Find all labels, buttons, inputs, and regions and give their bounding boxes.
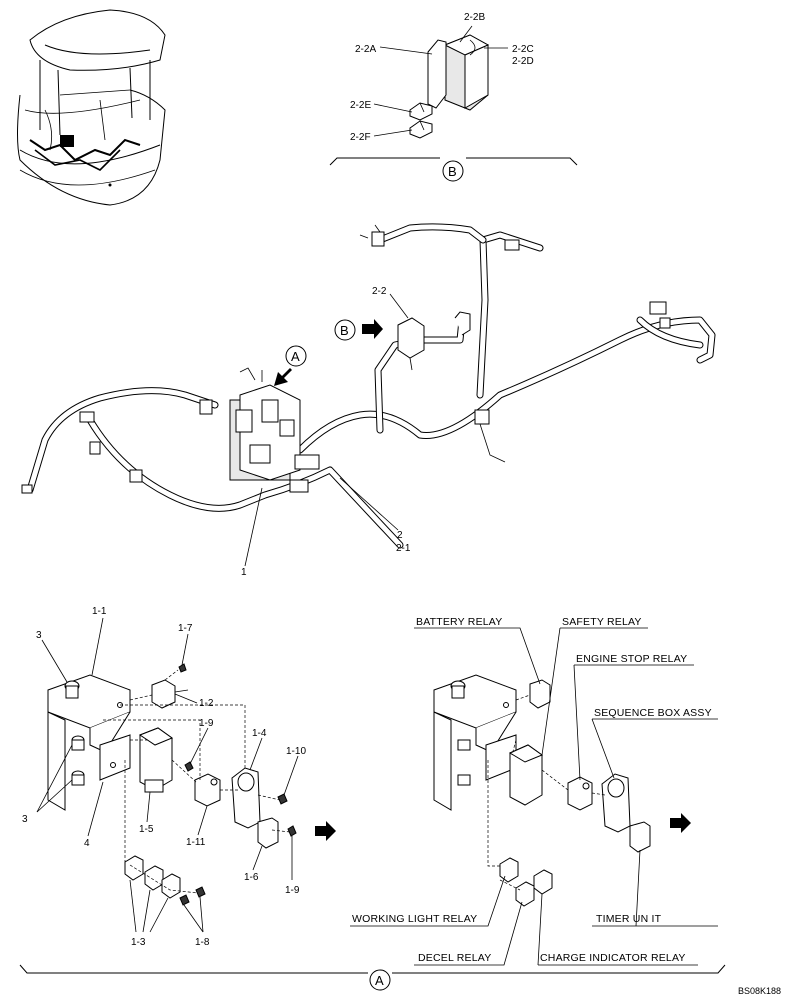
- label-4: 4: [84, 838, 90, 849]
- section-a-right-exploded: [350, 627, 718, 966]
- label-3-top: 3: [36, 630, 42, 641]
- label-1-5: 1-5: [139, 824, 154, 835]
- label-2-2D: 2-2D: [512, 56, 534, 67]
- label-charge-indicator-relay: CHARGE INDICATOR RELAY: [540, 952, 686, 964]
- label-2: 2: [397, 530, 403, 541]
- label-2-2F: 2-2F: [350, 132, 371, 143]
- label-2-1: 2-1: [396, 543, 411, 554]
- section-a-bracket: [19, 964, 726, 991]
- label-1-4: 1-4: [252, 728, 267, 739]
- label-1-9-lower: 1-9: [285, 885, 300, 896]
- label-working-light-relay: WORKING LIGHT RELAY: [352, 913, 477, 925]
- label-timer-unit: TIMER UN IT: [596, 913, 662, 925]
- label-1-3: 1-3: [131, 937, 146, 948]
- label-1-7: 1-7: [178, 623, 193, 634]
- label-engine-stop-relay: ENGINE STOP RELAY: [576, 653, 687, 665]
- machine-overview-illustration: [17, 9, 166, 206]
- label-2-2-main: 2-2: [372, 286, 387, 297]
- callout-b-bottom: B: [448, 164, 457, 179]
- label-1-8: 1-8: [195, 937, 210, 948]
- label-2-2C: 2-2C: [512, 44, 534, 55]
- section-a-left-exploded: [36, 617, 336, 933]
- section-b-detail: [329, 25, 578, 182]
- label-1-10: 1-10: [286, 746, 306, 757]
- label-1-6: 1-6: [244, 872, 259, 883]
- label-battery-relay: BATTERY RELAY: [416, 616, 502, 628]
- label-safety-relay: SAFETY RELAY: [562, 616, 642, 628]
- label-decel-relay: DECEL RELAY: [418, 952, 491, 964]
- callout-a-arrow: A: [291, 349, 300, 364]
- label-2-2A: 2-2A: [355, 44, 376, 55]
- main-harness-drawing: [21, 223, 716, 567]
- label-1-2: 1-2: [199, 698, 214, 709]
- label-2-2B: 2-2B: [464, 12, 485, 23]
- drawing-code: BS08K188: [738, 986, 781, 996]
- label-2-2E: 2-2E: [350, 100, 371, 111]
- label-1-1: 1-1: [92, 606, 107, 617]
- callout-a-bottom: A: [375, 973, 384, 988]
- label-1-9-upper: 1-9: [199, 718, 214, 729]
- label-1: 1: [241, 567, 247, 578]
- label-sequence-box-assy: SEQUENCE BOX ASSY: [594, 707, 712, 719]
- callout-b-arrow: B: [340, 323, 349, 338]
- label-1-11: 1-11: [186, 837, 206, 848]
- label-3-lower: 3: [22, 814, 28, 825]
